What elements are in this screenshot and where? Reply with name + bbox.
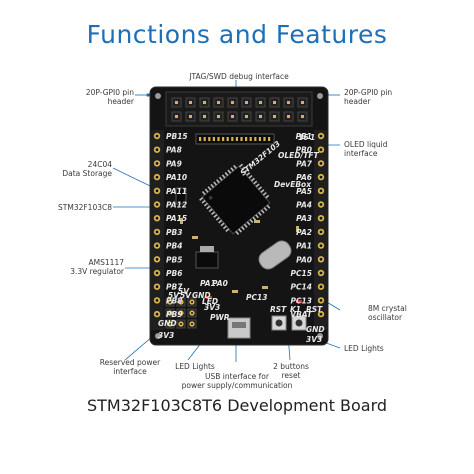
annotation-eeprom: 24C04 Data Storage (30, 160, 112, 178)
annotation-power: Reserved power interface (92, 358, 168, 376)
annotation-buttons-line1: 2 buttons (273, 362, 309, 371)
left-pin-label: PA8 (166, 146, 182, 155)
board-bottom-label: 5V (180, 291, 192, 300)
board-small-label: PA0 (212, 279, 228, 288)
annotation-usb-line2: power supply/communication (181, 381, 293, 390)
left-pin-label: PA9 (166, 159, 182, 168)
board-small-label: PC13 (246, 293, 267, 302)
left-pin-label: PA11 (166, 187, 187, 196)
right-pin-label: PC15 (291, 269, 312, 278)
annotation-gpio-right: 20P-GPI0 pin header (344, 88, 440, 106)
right-pin-label: PC13 (291, 296, 312, 305)
annotation-regulator: AMS1117 3.3V regulator (20, 258, 124, 276)
board-caption: STM32F103C8T6 Development Board (86, 396, 388, 415)
mcu-chip (199, 163, 271, 235)
annotation-oled: OLED liquid interface (344, 140, 444, 158)
annotation-usb: USB interface for power supply/communica… (178, 372, 296, 390)
board-bottom-label: 3V3 (306, 335, 322, 344)
annotation-gpio-right-line1: 20P-GPI0 pin (344, 88, 393, 97)
crystal (258, 240, 292, 270)
annotation-oled-line2: interface (344, 149, 378, 158)
annotation-mcu: STM32F103C8 (58, 203, 112, 212)
header-number-16: 16 (298, 133, 308, 142)
annotation-crystal: 8M crystal oscillator (368, 304, 458, 322)
annotation-regulator-line1: AMS1117 (88, 258, 124, 267)
left-pin-label: PB6 (166, 269, 182, 278)
annotation-usb-line1: USB interface for (205, 372, 269, 381)
annotation-led-left: LED Lights (175, 362, 215, 371)
right-pin-label: PB0 (296, 146, 312, 155)
left-pin-label: PA12 (166, 201, 187, 210)
left-pin-label: PB4 (166, 242, 182, 251)
page-title: Functions and Features (86, 20, 388, 49)
annotation-crystal-line2: oscillator (368, 313, 403, 322)
left-pin-label: PB5 (166, 255, 182, 264)
annotation-oled-line1: OLED liquid (344, 140, 388, 149)
board-small-label: K1 (290, 305, 301, 314)
eeprom-chip (175, 187, 187, 205)
annotation-gpio-left-line1: 20P-GPI0 pin (85, 88, 134, 97)
annotation-gpio-right-line2: header (344, 97, 371, 106)
right-pin-label: VBAT (290, 310, 313, 319)
board-small-label: PA1 (200, 279, 216, 288)
annotation-gpio-left: 20P-GPI0 pin header (38, 88, 134, 106)
annotation-crystal-line1: 8M crystal (368, 304, 407, 313)
regulator-chip (195, 251, 219, 269)
devebox-label: DevEBox (274, 180, 312, 189)
right-pin-label: PA0 (296, 255, 312, 264)
annotation-gpio-left-line2: header (107, 97, 134, 106)
board-bottom-label: 3V3 (204, 303, 220, 312)
right-pin-label: PA1 (296, 242, 312, 251)
right-pin-label: PC14 (291, 283, 312, 292)
jtag-header (165, 91, 313, 127)
annotation-eeprom-line1: 24C04 (87, 160, 112, 169)
board-bottom-label: GND (306, 325, 325, 334)
annotation-buttons: 2 buttons reset (262, 362, 320, 380)
power-header (165, 297, 197, 329)
right-pin-label: PB1 (296, 132, 312, 141)
annotation-power-line1: Reserved power (99, 358, 161, 367)
right-pin-label: PA2 (296, 228, 312, 237)
oled-board-label: OLED/TFT (278, 151, 319, 160)
left-pin-label: PA10 (166, 173, 187, 182)
right-pin-label: PA6 (296, 173, 312, 182)
right-pin-label: PA4 (296, 201, 312, 210)
oled-connector (195, 133, 275, 145)
annotation-buttons-line2: reset (281, 371, 301, 380)
left-pin-label: PB7 (166, 283, 183, 292)
right-pin-label: PA5 (296, 187, 312, 196)
board-bottom-label: RST (306, 305, 323, 314)
board-small-label: 5V (178, 287, 190, 296)
left-pin-label: PB3 (166, 228, 182, 237)
left-pin-label: PB15 (166, 132, 188, 141)
board-bottom-label: 3V3 (158, 331, 174, 340)
annotation-led-right: LED Lights (344, 344, 384, 353)
annotation-power-line2: interface (113, 367, 147, 376)
board-bottom-label: GND (158, 319, 177, 328)
board-small-label: LED (202, 297, 218, 306)
right-pin-label: PA3 (296, 214, 312, 223)
led-left (206, 296, 212, 299)
led-right (296, 300, 302, 303)
header-number-1: 1 (310, 133, 315, 142)
board-bottom-label: 5V (168, 291, 180, 300)
annotation-jtag: JTAG/SWD debug interface (189, 72, 289, 81)
annotation-regulator-line2: 3.3V regulator (70, 267, 124, 276)
annotation-eeprom-line2: Data Storage (62, 169, 112, 178)
right-pin-label: PA7 (296, 159, 313, 168)
left-pin-label: PB8 (166, 296, 182, 305)
board-small-label: RST (270, 305, 287, 314)
left-pin-label: PA15 (166, 214, 187, 223)
left-pin-label: PB9 (166, 310, 182, 319)
board-bottom-label: GND (192, 291, 211, 300)
board-small-label: PWR (210, 313, 230, 322)
